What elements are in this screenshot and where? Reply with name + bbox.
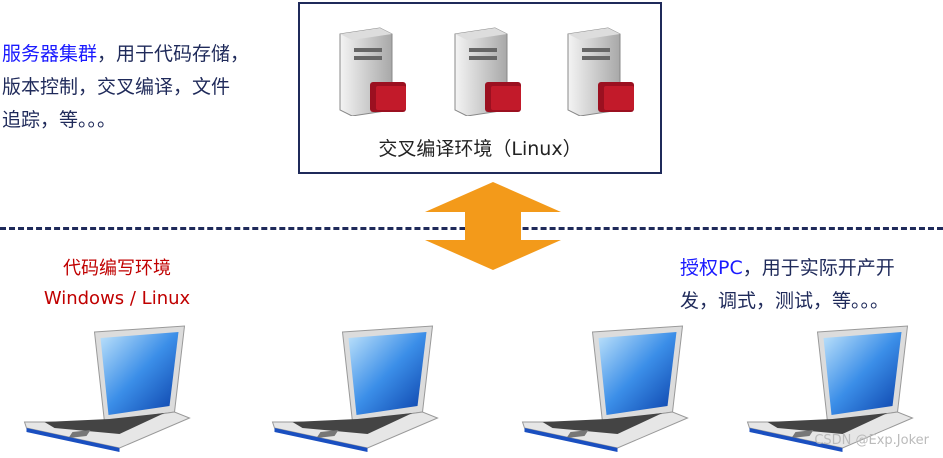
bidirectional-arrow-icon <box>425 182 561 270</box>
server-box-label: 交叉编译环境（Linux） <box>378 138 582 160</box>
server-cluster-title: 服务器集群 <box>2 43 98 65</box>
laptop-icon <box>24 325 190 452</box>
watermark: CSDN @Exp.Joker <box>814 433 929 448</box>
desc-line: 发，调式，测试，等。。。 <box>680 290 890 312</box>
desc-line: 追踪，等。。。 <box>2 109 117 131</box>
dev-env-os: Windows / Linux <box>43 288 191 309</box>
server-icon <box>339 27 406 116</box>
cross-compile-server-box: 交叉编译环境（Linux） <box>298 2 662 174</box>
dev-env-label: 代码编写环境 Windows / Linux <box>36 254 198 314</box>
dev-env-title: 代码编写环境 <box>63 258 171 279</box>
desc-line: ，用于代码存储， <box>97 43 250 65</box>
server-icon <box>567 27 634 116</box>
laptop-icon <box>522 325 688 452</box>
licensed-pc-title: 授权PC <box>680 257 743 279</box>
server-icon <box>454 27 521 116</box>
desc-line: 版本控制，交叉编译，文件 <box>2 76 231 98</box>
licensed-pc-description: 授权PC，用于实际开产开 发，调式，测试，等。。。 <box>680 252 895 318</box>
server-cluster-description: 服务器集群，用于代码存储， 版本控制，交叉编译，文件 追踪，等。。。 <box>2 38 249 137</box>
desc-line: ，用于实际开产开 <box>742 257 895 279</box>
laptop-icon <box>272 325 438 452</box>
